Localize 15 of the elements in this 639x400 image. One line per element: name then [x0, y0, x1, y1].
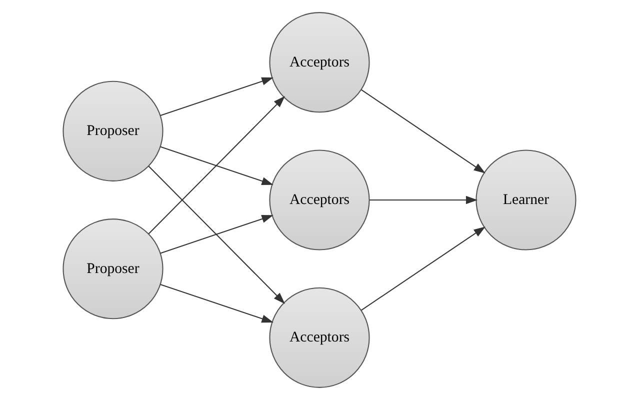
arrow [160, 146, 274, 185]
arrow [160, 77, 274, 116]
arrow [160, 284, 274, 323]
arrow [148, 96, 286, 234]
node-circle: Learner [476, 150, 576, 250]
arrow [361, 226, 486, 311]
arrow [370, 196, 478, 204]
node-circle: Acceptors [269, 287, 370, 388]
arrow [160, 215, 274, 254]
arrow [148, 166, 286, 304]
node-circle: Acceptors [269, 12, 370, 113]
node-circle: Acceptors [269, 150, 370, 250]
node-circle: Proposer [62, 80, 164, 182]
node-circle: Proposer [62, 218, 164, 320]
arrow [361, 89, 486, 174]
